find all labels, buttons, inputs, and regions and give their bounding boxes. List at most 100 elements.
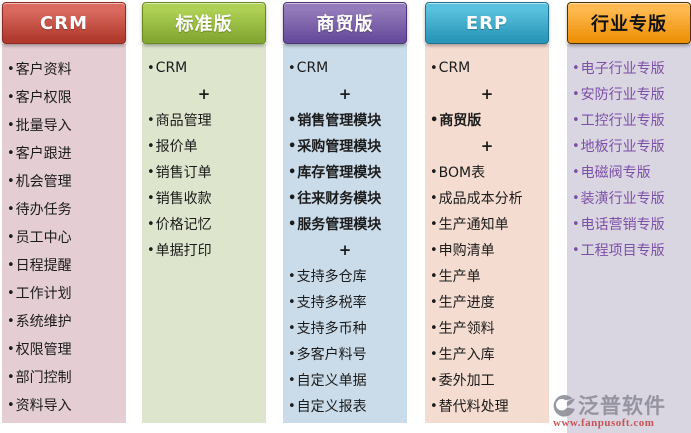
item-label: 商品管理 xyxy=(155,113,212,129)
item-label: 采购管理模块 xyxy=(297,139,382,155)
bullet-icon: • xyxy=(430,268,438,284)
company-name: 泛普软件 xyxy=(578,394,666,418)
bullet-icon: • xyxy=(7,257,15,273)
feature-item: •支持多币种 xyxy=(283,315,407,341)
feature-item: •销售订单 xyxy=(142,159,266,185)
item-label: 日程提醒 xyxy=(15,258,72,274)
feature-item: •服务管理模块 xyxy=(283,211,407,237)
bullet-icon: • xyxy=(430,216,438,232)
item-label: 待办任务 xyxy=(15,202,72,218)
item-label: 工程项目专版 xyxy=(580,243,665,259)
feature-item: •支持多税率 xyxy=(283,289,407,315)
feature-item: •多客户料号 xyxy=(283,341,407,367)
plus-separator: + xyxy=(425,133,549,159)
bullet-icon: • xyxy=(288,190,297,206)
bullet-icon: • xyxy=(572,138,580,154)
bullet-icon: • xyxy=(430,346,438,362)
feature-item: •部门控制 xyxy=(2,363,126,391)
bullet-icon: • xyxy=(288,216,297,232)
item-label: BOM表 xyxy=(438,165,486,181)
feature-item: •BOM表 xyxy=(425,159,549,185)
item-label: 支持多仓库 xyxy=(296,269,367,285)
fanpu-logo-row: 泛普软件 xyxy=(551,393,689,419)
item-label: 装潢行业专版 xyxy=(580,191,665,207)
bullet-icon: • xyxy=(7,229,15,245)
item-label: 委外加工 xyxy=(438,373,495,389)
item-label: 客户权限 xyxy=(15,90,72,106)
bullet-icon: • xyxy=(147,242,155,258)
item-label: 销售订单 xyxy=(155,165,212,181)
bullet-icon: • xyxy=(572,190,580,206)
item-label: 价格记忆 xyxy=(155,217,212,233)
item-label: 单据打印 xyxy=(155,243,212,259)
feature-item: •生产入库 xyxy=(425,341,549,367)
feature-item: •销售管理模块 xyxy=(283,107,407,133)
bullet-icon: • xyxy=(288,112,297,128)
bullet-icon: • xyxy=(572,216,580,232)
column-header-erp: ERP xyxy=(425,2,549,44)
item-label: CRM xyxy=(438,60,471,76)
item-label: 电子行业专版 xyxy=(580,61,665,77)
item-label: 员工中心 xyxy=(15,230,72,246)
bullet-icon: • xyxy=(430,372,438,388)
item-label: + xyxy=(480,137,494,155)
bullet-icon: • xyxy=(572,112,580,128)
item-label: 安防行业专版 xyxy=(580,87,665,103)
feature-item: •电磁阀专版 xyxy=(567,159,691,185)
bullet-icon: • xyxy=(288,398,296,414)
bullet-icon: • xyxy=(7,285,15,301)
feature-item: •地板行业专版 xyxy=(567,133,691,159)
item-label: 工控行业专版 xyxy=(580,113,665,129)
feature-item: •单据打印 xyxy=(142,237,266,263)
column-header-industry: 行业专版 xyxy=(567,2,691,44)
feature-item: •申购清单 xyxy=(425,237,549,263)
feature-item: •价格记忆 xyxy=(142,211,266,237)
feature-item: •生产单 xyxy=(425,263,549,289)
item-label: 生产通知单 xyxy=(438,217,509,233)
column-title: 标准版 xyxy=(175,14,233,35)
bullet-icon: • xyxy=(147,164,155,180)
bullet-icon: • xyxy=(288,346,296,362)
feature-item: •往来财务模块 xyxy=(283,185,407,211)
item-label: 商贸版 xyxy=(439,113,482,129)
item-label: 客户资料 xyxy=(15,62,72,78)
column-title: 行业专版 xyxy=(591,14,667,35)
feature-item: •销售收款 xyxy=(142,185,266,211)
bullet-icon: • xyxy=(7,89,15,105)
bullet-icon: • xyxy=(147,60,155,76)
feature-item: •自定义报表 xyxy=(283,393,407,419)
item-label: + xyxy=(197,85,211,103)
column-body-crm: •客户资料•客户权限•批量导入•客户跟进•机会管理•待办任务•员工中心•日程提醒… xyxy=(2,44,126,423)
column-body-standard: •CRM+•商品管理•报价单•销售订单•销售收款•价格记忆•单据打印 xyxy=(142,44,266,423)
item-label: 生产单 xyxy=(438,269,481,285)
item-label: 客户跟进 xyxy=(15,146,72,162)
bullet-icon: • xyxy=(288,138,297,154)
feature-item: •装潢行业专版 xyxy=(567,185,691,211)
fanpu-logo-icon xyxy=(553,394,575,417)
item-label: + xyxy=(338,85,352,103)
item-label: 支持多币种 xyxy=(296,321,367,337)
bullet-icon: • xyxy=(7,61,15,77)
bullet-icon: • xyxy=(7,313,15,329)
column-title: ERP xyxy=(465,12,509,34)
item-label: 自定义单据 xyxy=(296,373,367,389)
item-label: 生产进度 xyxy=(438,295,495,311)
item-label: + xyxy=(480,85,494,103)
bullet-icon: • xyxy=(288,164,297,180)
feature-item: •报价单 xyxy=(142,133,266,159)
plus-separator: + xyxy=(142,81,266,107)
bullet-icon: • xyxy=(430,398,438,414)
bullet-icon: • xyxy=(572,86,580,102)
item-label: 批量导入 xyxy=(15,118,72,134)
column-header-standard: 标准版 xyxy=(142,2,266,44)
bullet-icon: • xyxy=(572,60,580,76)
item-label: 生产入库 xyxy=(438,347,495,363)
feature-item: •批量导入 xyxy=(2,111,126,139)
bullet-icon: • xyxy=(147,190,155,206)
feature-item: •库存管理模块 xyxy=(283,159,407,185)
feature-item: •客户权限 xyxy=(2,83,126,111)
item-label: 机会管理 xyxy=(15,174,72,190)
bullet-icon: • xyxy=(430,164,438,180)
feature-item: •客户资料 xyxy=(2,55,126,83)
